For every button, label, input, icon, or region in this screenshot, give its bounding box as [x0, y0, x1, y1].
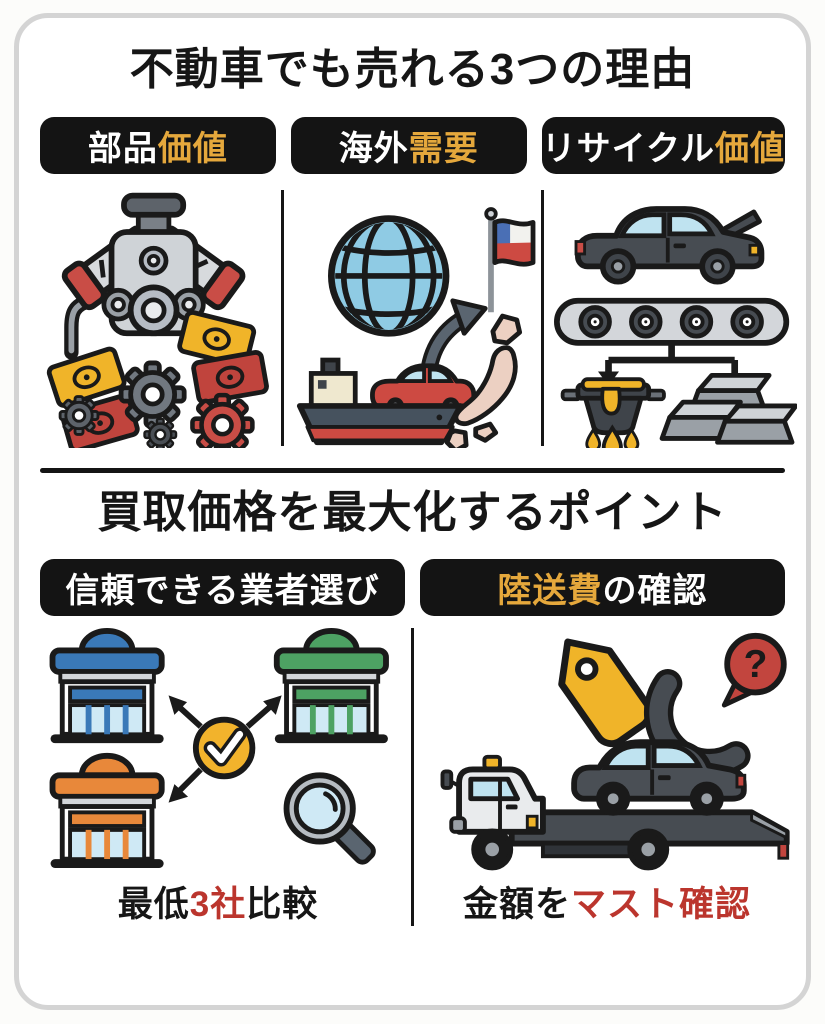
section2-badge-row: 信頼できる業者選び 陸送費の確認	[19, 559, 806, 617]
section2-panels: 最低3社比較 ?	[19, 624, 806, 930]
storefront-green-icon	[275, 631, 388, 743]
panel-transport-fee: ?	[414, 624, 800, 930]
badge-overseas-demand: 海外需要	[290, 116, 527, 174]
tow-truck-icon	[440, 739, 790, 871]
conveyor-icon	[554, 297, 790, 346]
badge-transport-fee: 陸送費の確認	[420, 559, 785, 617]
car-icon	[570, 739, 747, 816]
panel-divider	[411, 628, 414, 927]
svg-text:?: ?	[743, 643, 767, 686]
flag-icon	[484, 206, 536, 312]
japan-map-icon	[444, 313, 522, 448]
infographic-card: 不動車でも売れる3つの理由 部品価値 海外需要 リサイクル価値	[14, 13, 811, 1010]
panel-divider	[281, 189, 285, 446]
badge-parts-value: 部品価値	[40, 116, 276, 174]
storefront-orange-icon	[50, 756, 163, 868]
panel-parts-value	[25, 182, 281, 454]
badge-recycle-value: リサイクル価値	[541, 116, 785, 174]
storefront-blue-icon	[50, 631, 163, 743]
transport-illustration: ?	[440, 633, 790, 871]
cargo-ship-icon	[296, 357, 477, 445]
metal-ingots-icon	[662, 375, 796, 442]
transport-caption: 金額をマスト確認	[462, 885, 752, 925]
section1-badge-row: 部品価値 海外需要 リサイクル価値	[19, 116, 806, 174]
section1-title: 不動車でも売れる3つの理由	[129, 45, 696, 94]
recycle-illustration	[554, 205, 797, 448]
panel-recycle-value	[544, 182, 800, 454]
check-circle-icon	[192, 716, 256, 780]
section2-title: 買取価格を最大化するポイント	[97, 487, 728, 537]
molten-drop-icon	[585, 425, 640, 448]
scrap-car-icon	[574, 205, 765, 285]
parts-illustration	[28, 192, 279, 448]
arrow-icon	[168, 695, 282, 803]
panel-overseas-demand	[284, 182, 540, 454]
overseas-illustration	[296, 206, 536, 448]
dealers-illustration	[33, 624, 404, 872]
price-tag-icon	[557, 638, 653, 748]
panel-divider	[540, 189, 544, 446]
panel-reliable-dealers: 最低3社比較	[25, 624, 411, 930]
section-divider	[40, 467, 785, 473]
engine-icon	[61, 192, 245, 360]
badge-reliable-dealers: 信頼できる業者選び	[40, 559, 405, 617]
dealers-caption: 最低3社比較	[117, 885, 319, 925]
melting-pot-icon	[560, 376, 667, 448]
section1-panels	[19, 182, 806, 454]
magnifier-icon	[283, 772, 376, 865]
question-bubble-icon: ?	[721, 633, 787, 708]
globe-icon	[327, 214, 450, 337]
